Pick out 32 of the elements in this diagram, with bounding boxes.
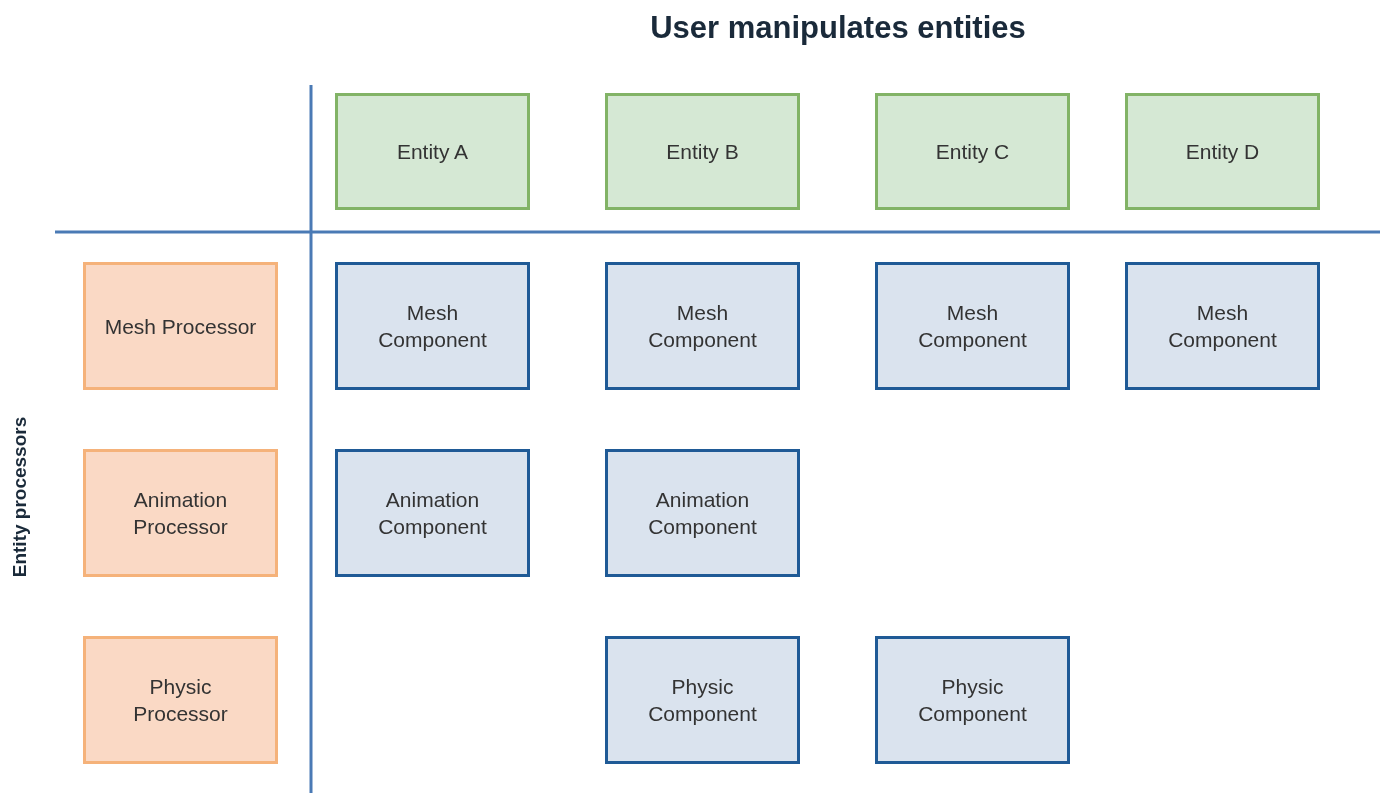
node-label: Mesh Component bbox=[377, 300, 488, 353]
node-label: Physic Component bbox=[917, 674, 1028, 727]
node-label: Entity B bbox=[666, 139, 739, 165]
component-box bbox=[605, 449, 800, 577]
processor-box bbox=[83, 449, 278, 577]
entity-box bbox=[605, 93, 800, 210]
entity-box bbox=[335, 93, 530, 210]
node-label: Entity A bbox=[396, 139, 469, 165]
component-box bbox=[1125, 262, 1320, 390]
node-label: Entity C bbox=[935, 139, 1010, 165]
component-box bbox=[875, 262, 1070, 390]
node-label: Physic Component bbox=[647, 674, 758, 727]
node-label: Mesh Component bbox=[1167, 300, 1278, 353]
node-label: Animation Component bbox=[377, 487, 488, 540]
component-box bbox=[335, 262, 530, 390]
entity-box bbox=[875, 93, 1070, 210]
axis-title: Entity processors bbox=[9, 416, 31, 578]
component-box bbox=[605, 262, 800, 390]
component-box bbox=[875, 636, 1070, 764]
processor-box bbox=[83, 262, 278, 390]
component-box bbox=[335, 449, 530, 577]
node-label: Mesh Component bbox=[647, 300, 758, 353]
node-label: Mesh Component bbox=[917, 300, 1028, 353]
component-box bbox=[605, 636, 800, 764]
node-label: Animation Component bbox=[647, 487, 758, 540]
node-label: Entity D bbox=[1185, 139, 1260, 165]
node-label: Animation Processor bbox=[132, 487, 229, 540]
node-label: Physic Processor bbox=[132, 674, 229, 727]
node-label: Mesh Processor bbox=[104, 313, 257, 340]
entity-box bbox=[1125, 93, 1320, 210]
diagram-title: User manipulates entities bbox=[649, 10, 1027, 46]
processor-box bbox=[83, 636, 278, 764]
